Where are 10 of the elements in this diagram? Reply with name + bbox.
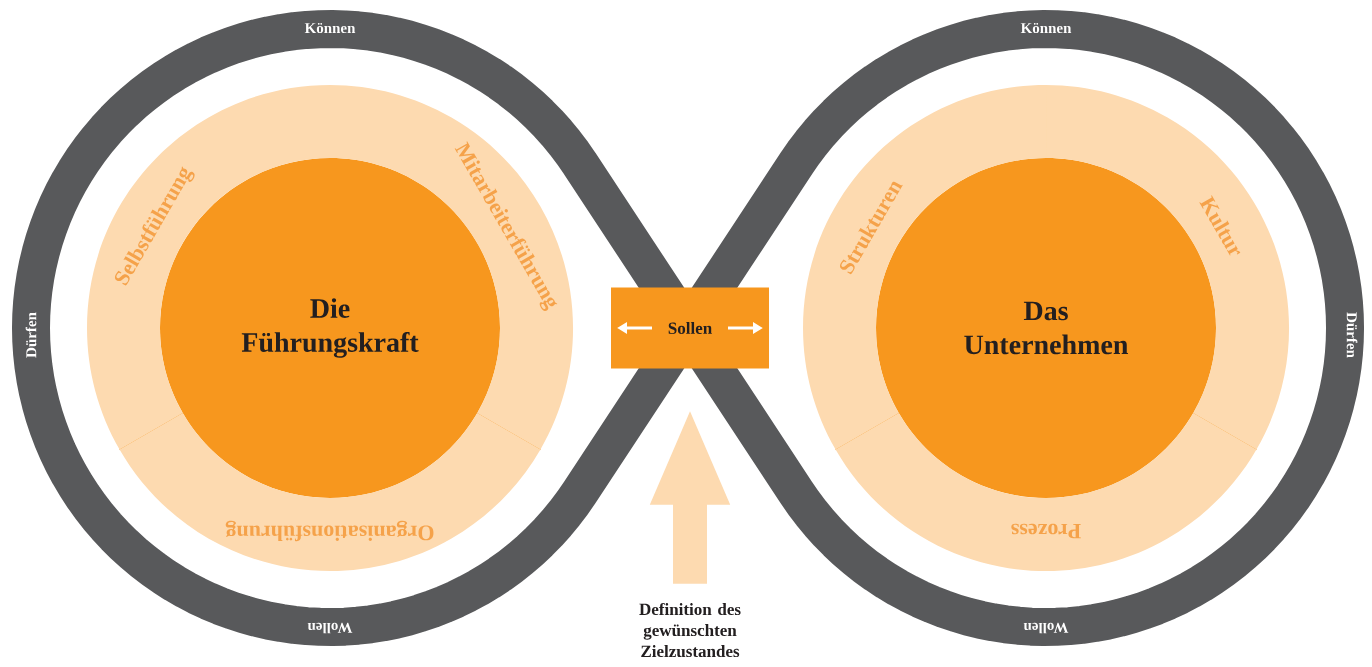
band-label: Wollen xyxy=(1023,622,1069,634)
band-label: Können xyxy=(304,22,356,34)
label-box: Sollen xyxy=(611,287,769,369)
ring-segment: Organisationsführung xyxy=(119,413,541,572)
band-label: Können xyxy=(1020,22,1072,34)
band-label: Dürfen xyxy=(25,312,37,358)
band-label: Wollen xyxy=(307,622,353,634)
band-label: Dürfen xyxy=(1346,312,1358,358)
ring-segment: Prozess xyxy=(835,413,1257,572)
caption-text: Definition des gewünschten Zielzustandes xyxy=(639,602,741,658)
